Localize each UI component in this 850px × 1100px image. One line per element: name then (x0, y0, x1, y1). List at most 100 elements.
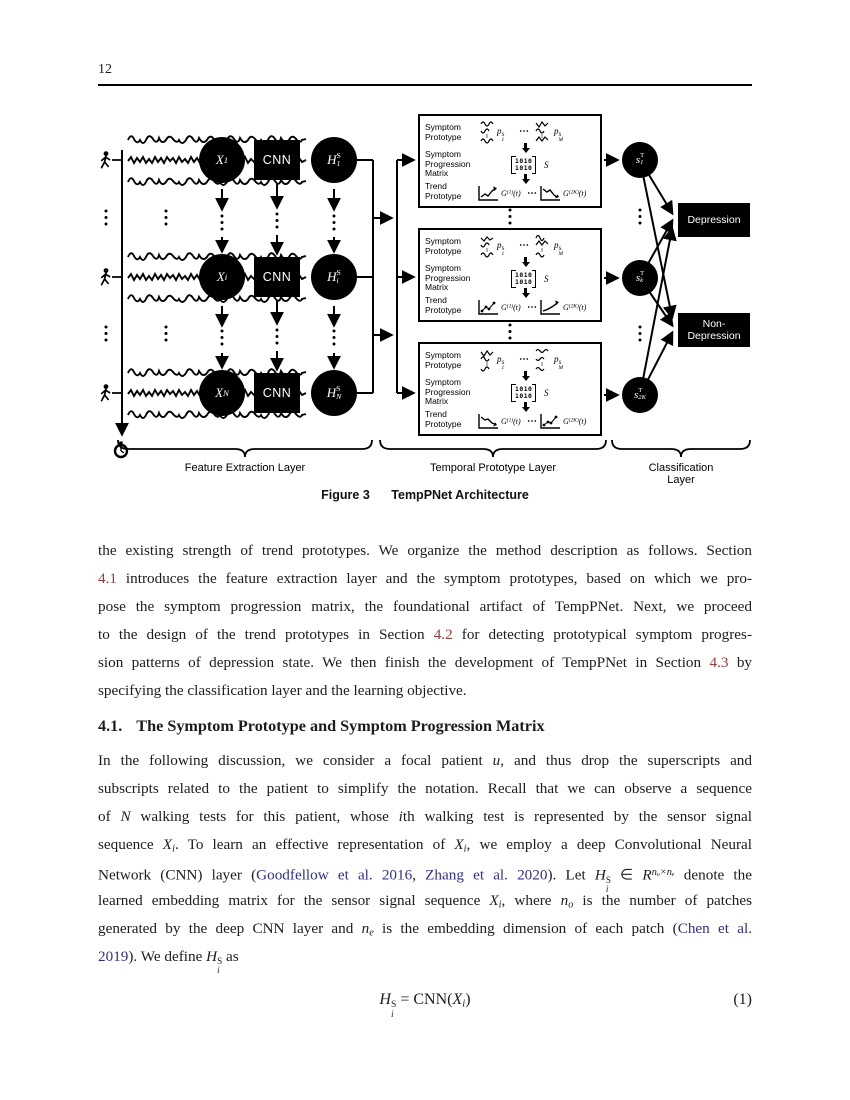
cdots: ⋯ (527, 416, 537, 427)
prototype-squiggle-icon (535, 120, 549, 142)
trend-prototype-label: Trend Prototype (425, 295, 462, 315)
g1-label: G(1)(t) (501, 189, 521, 198)
cnn-box-n: CNN (254, 373, 300, 413)
feature-bus (357, 153, 416, 400)
prototype-squiggle-icon (480, 121, 494, 144)
trend-chart-scatter-icon (478, 300, 498, 315)
equation-number: (1) (733, 991, 752, 1008)
figure-caption-title: TempPNet Architecture (391, 488, 529, 502)
text-line: In the following discussion, we consider… (98, 752, 752, 769)
down-arrow-icon (524, 143, 527, 148)
paragraph-1: the existing strength of trend prototype… (98, 537, 752, 705)
symptom-prototype-label: Symptom Prototype (425, 350, 462, 370)
time-axis (112, 150, 129, 437)
down-arrow-icon (524, 402, 527, 407)
text-line: of N walking tests for this patient, who… (98, 808, 753, 825)
walker-icon (100, 383, 111, 402)
down-arrow-icon (524, 257, 527, 262)
prototype-box-2: Symptom Prototype Symptom Progression Ma… (418, 228, 602, 322)
page-number: 12 (98, 62, 112, 77)
stopwatch-icon (113, 441, 129, 459)
text-line: learned embedding matrix for the sensor … (98, 892, 752, 911)
symptom-progression-matrix-label: Symptom Progression Matrix (425, 149, 471, 179)
prototype-box-1: Symptom Prototype Symptom Progression Ma… (418, 114, 602, 208)
prototype-squiggle-icon (480, 349, 494, 372)
trend-chart-up-icon (540, 300, 560, 315)
text-line: the existing strength of trend prototype… (98, 542, 752, 559)
down-arrow-icon (524, 371, 527, 376)
row-arrows (215, 184, 341, 372)
prototype-box-3: Symptom Prototype Symptom Progression Ma… (418, 342, 602, 436)
trend-prototype-label: Trend Prototype (425, 181, 462, 201)
trend-prototype-label: Trend Prototype (425, 409, 462, 429)
down-arrow-icon (524, 288, 527, 293)
symptom-progression-matrix-label: Symptom Progression Matrix (425, 377, 471, 407)
figure-caption-label: Figure 3 (321, 488, 370, 502)
g1-label: G(1)(t) (501, 303, 521, 312)
layer-label-temporal-prototype: Temporal Prototype Layer (430, 462, 556, 474)
header-rule (98, 84, 752, 86)
cnn-box-1: CNN (254, 140, 300, 180)
walker-icon (100, 150, 111, 169)
cdots: ⋯ (519, 126, 529, 137)
text-line[interactable]: generated by the deep CNN layer and ne i… (98, 920, 752, 939)
text-line: specifying the classification layer and … (98, 682, 467, 699)
down-arrow-icon (524, 174, 527, 179)
symptom-prototype-label: Symptom Prototype (425, 236, 462, 256)
layer-braces (117, 439, 751, 458)
walker-icon (100, 267, 111, 286)
depression-box: Depression (678, 203, 750, 237)
text-line[interactable]: Network (CNN) layer (Goodfellow et al. 2… (98, 866, 752, 894)
text-line: sequence Xi. To learn an effective repre… (98, 836, 753, 855)
cdots: ⋯ (519, 354, 529, 365)
prototype-squiggle-icon (480, 236, 494, 258)
cdots: ⋯ (527, 302, 537, 313)
trend-chart-scatter-icon (540, 414, 560, 429)
cdots: ⋯ (527, 188, 537, 199)
prototype-squiggle-icon (535, 234, 549, 258)
symptom-progression-matrix-label: Symptom Progression Matrix (425, 263, 471, 293)
text-line[interactable]: 4.1 introduces the feature extraction la… (98, 570, 752, 587)
layer-label-classification: Classification Layer (648, 462, 714, 486)
text-line: pose the symptom progression matrix, the… (98, 598, 752, 615)
layer-label-feature-extraction: Feature Extraction Layer (184, 462, 306, 474)
g2K-label: G(2K)(t) (563, 303, 587, 312)
paragraph-2: In the following discussion, we consider… (98, 747, 753, 976)
matrix-symbol: S (544, 388, 549, 398)
symptom-prototype-label: Symptom Prototype (425, 122, 462, 142)
non-depression-box: Non- Depression (678, 313, 750, 347)
trend-chart-down-icon (540, 186, 560, 201)
matrix-symbol: S (544, 160, 549, 170)
text-line[interactable]: sion patterns of depression state. We th… (98, 654, 752, 671)
trend-chart-up-icon (478, 186, 498, 201)
text-line: subscripts related to the patient to sim… (98, 780, 752, 797)
prototype-squiggle-icon (535, 348, 549, 372)
matrix-symbol: S (544, 274, 549, 284)
text-line[interactable]: to the design of the trend prototypes in… (98, 626, 752, 643)
g2K-label: G(2K)(t) (563, 189, 587, 198)
g2K-label: G(2K)(t) (563, 417, 587, 426)
g1-label: G(1)(t) (501, 417, 521, 426)
